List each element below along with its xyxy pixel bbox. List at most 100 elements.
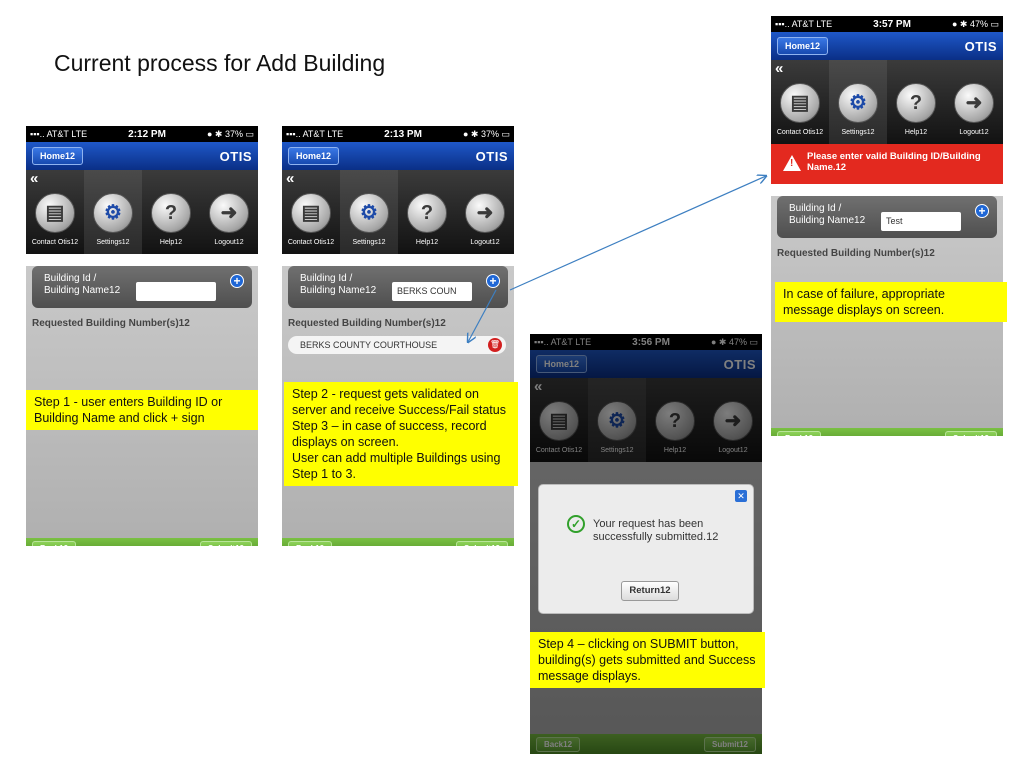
back-button[interactable]: Back12	[777, 430, 822, 436]
building-form: Building Id / Building Name12 BERKS COUN…	[288, 266, 508, 308]
trash-icon[interactable]: 🗑	[488, 338, 502, 352]
menu-settings-label: Settings12	[352, 239, 386, 246]
note-multi-text: User can add multiple Buildings using St…	[292, 451, 501, 481]
menu-help-label: Help12	[415, 239, 439, 246]
building-form: Building Id / Building Name12 Test +	[777, 196, 997, 238]
success-message: Your request has been successfully submi…	[593, 518, 719, 543]
phone-screen-failure: ▪▪▪.. AT&T LTE 3:57 PM ● ✱ 47% ▭ Home12 …	[771, 16, 1003, 436]
plus-icon[interactable]: +	[230, 274, 244, 288]
home-button[interactable]: Home12	[288, 147, 340, 165]
question-icon: ?	[164, 202, 178, 224]
home-button[interactable]: Home12	[32, 147, 84, 165]
brand-title: OTIS	[475, 148, 508, 164]
note-step2-text: Step 2 - request gets validated on serve…	[292, 387, 506, 417]
building-input[interactable]: BERKS COUN	[392, 282, 472, 301]
menu-help[interactable]: ? Help12	[887, 60, 945, 144]
submit-button[interactable]: Submit12	[944, 430, 997, 436]
success-dialog: ✕ ✓ Your request has been successfully s…	[538, 484, 754, 614]
logout-icon: ➜	[476, 202, 494, 224]
back-button[interactable]: Back12	[32, 540, 77, 546]
question-icon: ?	[420, 202, 434, 224]
close-icon[interactable]: ✕	[735, 490, 747, 502]
menu-logout-label: Logout12	[470, 239, 500, 246]
menu-contact-label: Contact Otis12	[287, 239, 335, 246]
phone-screen-step1: ▪▪▪.. AT&T LTE 2:12 PM ● ✱ 37% ▭ Home12 …	[26, 126, 258, 546]
phone-screen-step4: ▪▪▪.. AT&T LTE 3:56 PM ● ✱ 47% ▭ Home12 …	[530, 334, 762, 754]
menu-settings[interactable]: ⚙ Settings12	[84, 170, 142, 254]
question-icon: ?	[909, 92, 923, 114]
building-label-line1: Building Id /	[789, 203, 842, 214]
error-banner: ! Please enter valid Building ID/Buildin…	[771, 144, 1003, 184]
status-time: 2:12 PM	[128, 128, 166, 140]
bottom-bar: Back12 Submit12	[771, 428, 1003, 436]
building-label-line2: Building Name12	[789, 215, 866, 226]
gears-icon: ⚙	[104, 202, 122, 224]
status-bar: ▪▪▪.. AT&T LTE 2:13 PM ● ✱ 37% ▭	[282, 126, 514, 142]
network-label: LTE	[71, 129, 88, 139]
menu-contact[interactable]: ▤ Contact Otis12	[282, 170, 340, 254]
logout-icon: ➜	[220, 202, 238, 224]
top-nav-bar: Home12 OTIS	[26, 142, 258, 170]
status-time: 3:57 PM	[873, 18, 911, 30]
double-chevron-left-icon[interactable]: «	[30, 170, 39, 187]
status-time: 2:13 PM	[384, 128, 422, 140]
signal-icon: ▪▪▪..	[286, 129, 303, 139]
home-button[interactable]: Home12	[777, 37, 829, 55]
record-name: BERKS COUNTY COURTHOUSE	[300, 340, 438, 350]
double-chevron-left-icon[interactable]: «	[286, 170, 295, 187]
icon-menu-bar: « ▤ Contact Otis12 ⚙ Settings12 ? Help12…	[26, 170, 258, 254]
top-nav-bar: Home12 OTIS	[282, 142, 514, 170]
submit-button[interactable]: Submit12	[455, 540, 508, 546]
note-failure: In case of failure, appropriate message …	[775, 282, 1007, 322]
gears-icon: ⚙	[849, 92, 867, 114]
battery-icon: ▭	[501, 128, 510, 139]
status-bar: ▪▪▪.. AT&T LTE 3:57 PM ● ✱ 47% ▭	[771, 16, 1003, 32]
list-item: BERKS COUNTY COURTHOUSE 🗑	[288, 336, 506, 354]
menu-logout[interactable]: ➜ Logout12	[200, 170, 258, 254]
requested-label: Requested Building Number(s)12	[777, 248, 935, 259]
menu-logout[interactable]: ➜ Logout12	[456, 170, 514, 254]
menu-help[interactable]: ? Help12	[398, 170, 456, 254]
menu-contact[interactable]: ▤ Contact Otis12	[26, 170, 84, 254]
menu-settings[interactable]: ⚙ Settings12	[829, 60, 887, 144]
network-label: LTE	[327, 129, 344, 139]
requested-label: Requested Building Number(s)12	[32, 318, 190, 329]
double-chevron-left-icon[interactable]: «	[775, 60, 784, 77]
icon-menu-bar: « ▤ Contact Otis12 ⚙ Settings12 ? Help12…	[771, 60, 1003, 144]
icon-menu-bar: « ▤ Contact Otis12 ⚙ Settings12 ? Help12…	[282, 170, 514, 254]
arrow-icon	[509, 176, 766, 291]
menu-help-label: Help12	[904, 129, 928, 136]
back-button[interactable]: Back12	[288, 540, 333, 546]
battery-icon: ▭	[245, 128, 254, 139]
plus-icon[interactable]: +	[486, 274, 500, 288]
plus-icon[interactable]: +	[975, 204, 989, 218]
bluetooth-icon: ● ✱	[951, 18, 970, 29]
battery-label: 37%	[480, 128, 499, 139]
submit-button[interactable]: Submit12	[199, 540, 252, 546]
menu-contact[interactable]: ▤ Contact Otis12	[771, 60, 829, 144]
chat-icon: ▤	[790, 92, 810, 114]
building-label-line1: Building Id /	[300, 273, 353, 284]
requested-label: Requested Building Number(s)12	[288, 318, 446, 329]
carrier-label: AT&T	[46, 129, 69, 139]
chat-icon: ▤	[301, 202, 321, 224]
menu-help[interactable]: ? Help12	[142, 170, 200, 254]
menu-settings-label: Settings12	[841, 129, 875, 136]
building-label-line2: Building Name12	[44, 285, 121, 296]
carrier-label: AT&T	[791, 19, 814, 29]
menu-settings[interactable]: ⚙ Settings12	[340, 170, 398, 254]
bottom-bar: Back12 Submit12	[282, 538, 514, 546]
building-input[interactable]	[136, 282, 216, 301]
note-step4: Step 4 – clicking on SUBMIT button, buil…	[530, 632, 765, 688]
brand-title: OTIS	[964, 38, 997, 54]
battery-icon: ▭	[990, 18, 999, 29]
logout-icon: ➜	[965, 92, 983, 114]
menu-logout-label: Logout12	[214, 239, 244, 246]
menu-logout[interactable]: ➜ Logout12	[945, 60, 1003, 144]
return-button[interactable]: Return12	[621, 581, 679, 601]
note-step2: Step 2 - request gets validated on serve…	[284, 382, 518, 486]
building-label-line2: Building Name12	[300, 285, 377, 296]
building-input[interactable]: Test	[881, 212, 961, 231]
carrier-label: AT&T	[302, 129, 325, 139]
menu-contact-label: Contact Otis12	[776, 129, 824, 136]
